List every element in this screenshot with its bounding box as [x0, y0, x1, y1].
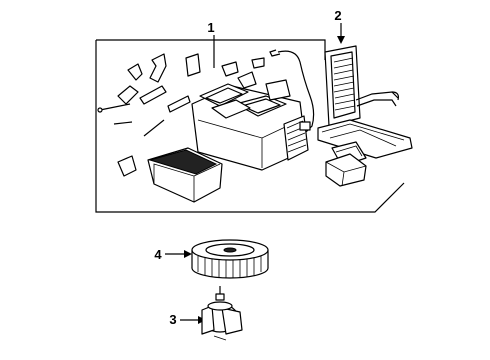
callout-1: 1	[207, 20, 215, 68]
callout-2: 2	[334, 8, 345, 44]
linkage-levers	[97, 53, 265, 177]
heater-case-housing	[191, 79, 309, 171]
callout-3-label: 3	[169, 312, 176, 327]
callout-4: 4	[154, 247, 192, 262]
blower-resistor	[325, 153, 367, 187]
blower-case	[147, 147, 223, 203]
heater-duct	[317, 119, 413, 167]
callout-2-label: 2	[334, 8, 341, 23]
heater-core	[324, 45, 399, 127]
wiring-harness	[269, 49, 315, 133]
callout-3: 3	[169, 312, 206, 327]
callout-4-label: 4	[154, 247, 162, 262]
blower-fan-wheel	[191, 239, 269, 279]
callout-1-label: 1	[207, 20, 214, 35]
blower-motor	[201, 286, 243, 341]
